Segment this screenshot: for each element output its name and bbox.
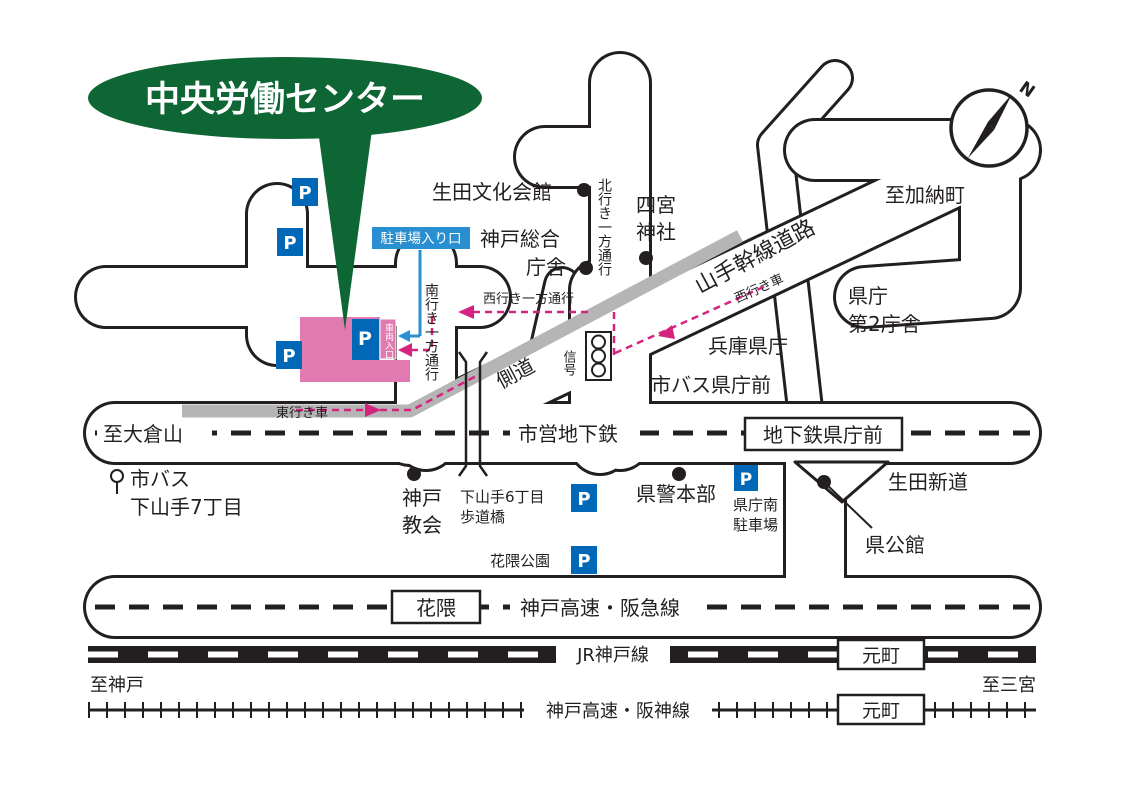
label-bus-stop-1: 市バス — [130, 467, 190, 491]
footbridge-marker — [457, 351, 489, 477]
subway-station-box: 地下鉄県庁前 — [743, 416, 904, 452]
label-shinomiya-2: 神社 — [636, 220, 676, 244]
parking-icon: P — [276, 341, 302, 369]
label-nishi-ippo: 西行き一方通行 — [483, 291, 574, 307]
shinomiya-dot — [639, 251, 653, 265]
svg-text:P: P — [283, 233, 296, 254]
label-footbridge-1: 下山手6丁目 — [460, 488, 545, 506]
label-bus-stop-2: 下山手7丁目 — [130, 495, 243, 519]
label-kencho-minami-2: 駐車場 — [733, 516, 778, 534]
title-text: 中央労働センター — [145, 80, 425, 120]
label-okurayama: 至大倉山 — [103, 422, 183, 446]
label-kenkokan: 県公館 — [865, 533, 925, 557]
label-hyogo-kencho: 兵庫県庁 — [708, 334, 788, 358]
svg-text:元町: 元町 — [862, 645, 900, 667]
arrow-heads — [365, 305, 675, 417]
parking-icon: P — [292, 178, 318, 206]
vehicle-entrance-marker — [379, 318, 397, 360]
compass-north-label: N — [1015, 78, 1038, 103]
kobe-church-dot — [407, 467, 421, 481]
svg-text:元町: 元町 — [862, 700, 900, 722]
svg-text:JR神戸線: JR神戸線 — [576, 645, 649, 666]
label-city-bus-kencho: 市バス県庁前 — [651, 373, 771, 397]
label-footbridge-2: 歩道橋 — [460, 508, 505, 526]
svg-text:P: P — [577, 489, 590, 510]
parking-icon: P — [734, 465, 758, 491]
label-to-kobe: 至神戸 — [90, 675, 144, 696]
label-kita-ippo: 北行き一方通行 — [596, 178, 612, 277]
rail-lines — [95, 430, 1030, 610]
label-kobe-sogo-2: 庁舎 — [526, 255, 566, 279]
road-network — [74, 51, 1042, 639]
svg-text:P: P — [298, 183, 311, 204]
kenkokan-leader — [823, 481, 873, 529]
parking-icon: P — [571, 546, 597, 574]
bus-stop-icon — [110, 469, 124, 494]
ikuta-bunka-dot — [577, 183, 591, 197]
parking-entrance-label: 駐車場入り口 — [381, 231, 462, 247]
building-parking-icon — [352, 319, 379, 360]
label-ikuta-bunka: 生田文化会館 — [432, 180, 552, 204]
vehicle-entrance-label: 車両入口 — [383, 322, 394, 359]
building-parking-symbol: P — [358, 328, 372, 350]
label-kencho2-2: 第2庁舎 — [848, 312, 921, 336]
label-kencho-minami-1: 県庁南 — [733, 496, 778, 514]
svg-text:地下鉄県庁前: 地下鉄県庁前 — [763, 423, 883, 447]
label-minami-ippo: 南行き一方通行 — [423, 283, 439, 382]
title-callout: 中央労働センター — [88, 57, 482, 330]
label-police-hq: 県警本部 — [636, 482, 716, 506]
hanakuma-station-box: 花隈 — [390, 589, 482, 625]
label-kobe-sogo-1: 神戸総合 — [480, 227, 560, 251]
svg-text:P: P — [577, 551, 590, 572]
label-higashi-car: 東行き車 — [276, 405, 328, 421]
police-hq-dot — [672, 467, 686, 481]
label-ikuta-shindo: 生田新道 — [888, 470, 968, 494]
kobe-sogo-dot — [579, 261, 593, 275]
parking-icon: P — [277, 228, 303, 256]
svg-text:P: P — [740, 470, 752, 490]
jr-kobe-line: JR神戸線 元町 — [88, 638, 1036, 671]
compass-icon: N — [949, 78, 1038, 168]
label-kobe-church-2: 教会 — [402, 513, 442, 537]
label-kobe-kosoku-hankyu: 神戸高速・阪急線 — [520, 596, 680, 620]
parking-icons: P P P P P P — [276, 178, 758, 574]
label-hanakuma-park: 花隈公園 — [490, 552, 550, 570]
label-kano: 至加納町 — [885, 183, 965, 207]
parking-entrance-marker: 駐車場入り口 — [372, 227, 470, 342]
label-signal: 信号 — [561, 350, 577, 376]
parking-icon: P — [571, 484, 597, 512]
traffic-signal-icon — [585, 331, 612, 381]
label-kencho2-1: 県庁 — [848, 284, 888, 308]
label-subway: 市営地下鉄 — [518, 422, 618, 446]
hanshin-line: 神戸高速・阪神線 元町 — [88, 693, 1036, 726]
svg-text:神戸高速・阪神線: 神戸高速・阪神線 — [546, 701, 690, 722]
svg-text:P: P — [282, 346, 295, 367]
svg-text:花隈: 花隈 — [416, 596, 456, 620]
label-kobe-church-1: 神戸 — [402, 486, 442, 510]
label-shinomiya-1: 四宮 — [636, 193, 676, 217]
label-to-sannomiya: 至三宮 — [982, 675, 1036, 696]
